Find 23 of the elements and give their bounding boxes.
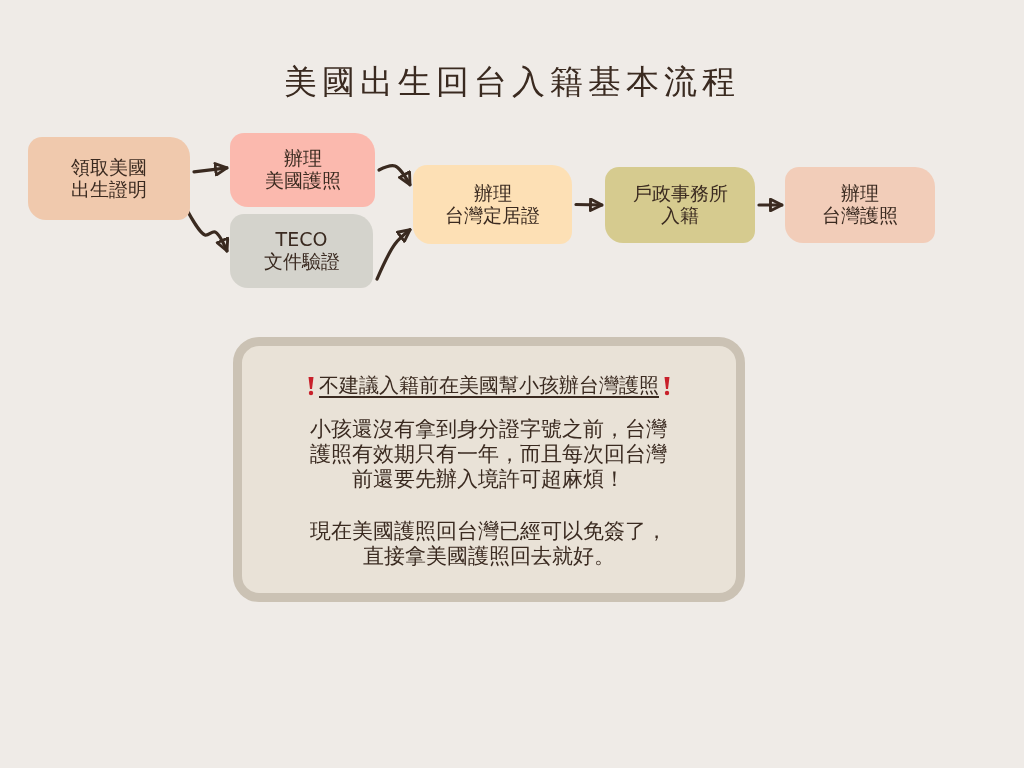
note-card <box>233 337 745 602</box>
step-label: 辦理美國護照 <box>264 148 341 192</box>
process-box <box>28 137 190 220</box>
step-label: 戶政事務所入籍 <box>632 183 728 227</box>
arrow <box>757 197 784 213</box>
process-box <box>230 214 373 288</box>
warning-heading: 不建議入籍前在美國幫小孩辦台灣護照 <box>319 372 659 399</box>
process-box <box>605 167 755 243</box>
process-box <box>785 167 935 243</box>
arrow <box>192 162 229 177</box>
note-paragraph: 現在美國護照回台灣已經可以免簽了，直接拿美國護照回去就好。 <box>309 518 669 569</box>
step-label: 辦理台灣護照 <box>822 183 898 227</box>
arrow <box>186 210 230 253</box>
process-box <box>230 133 375 207</box>
arrow <box>574 197 604 212</box>
arrow <box>377 164 412 187</box>
diagram-title: 美國出生回台入籍基本流程 <box>283 61 741 103</box>
arrow <box>375 228 412 281</box>
step-label: 領取美國出生證明 <box>71 156 147 201</box>
step-label: TECO文件驗證 <box>263 229 340 273</box>
step-label: 辦理台灣定居證 <box>445 182 540 227</box>
note-paragraph: 小孩還沒有拿到身分證字號之前，台灣護照有效期只有一年，而且每次回台灣前還要先辦入境許可超麻煩！ <box>309 417 669 493</box>
process-box <box>413 165 572 244</box>
